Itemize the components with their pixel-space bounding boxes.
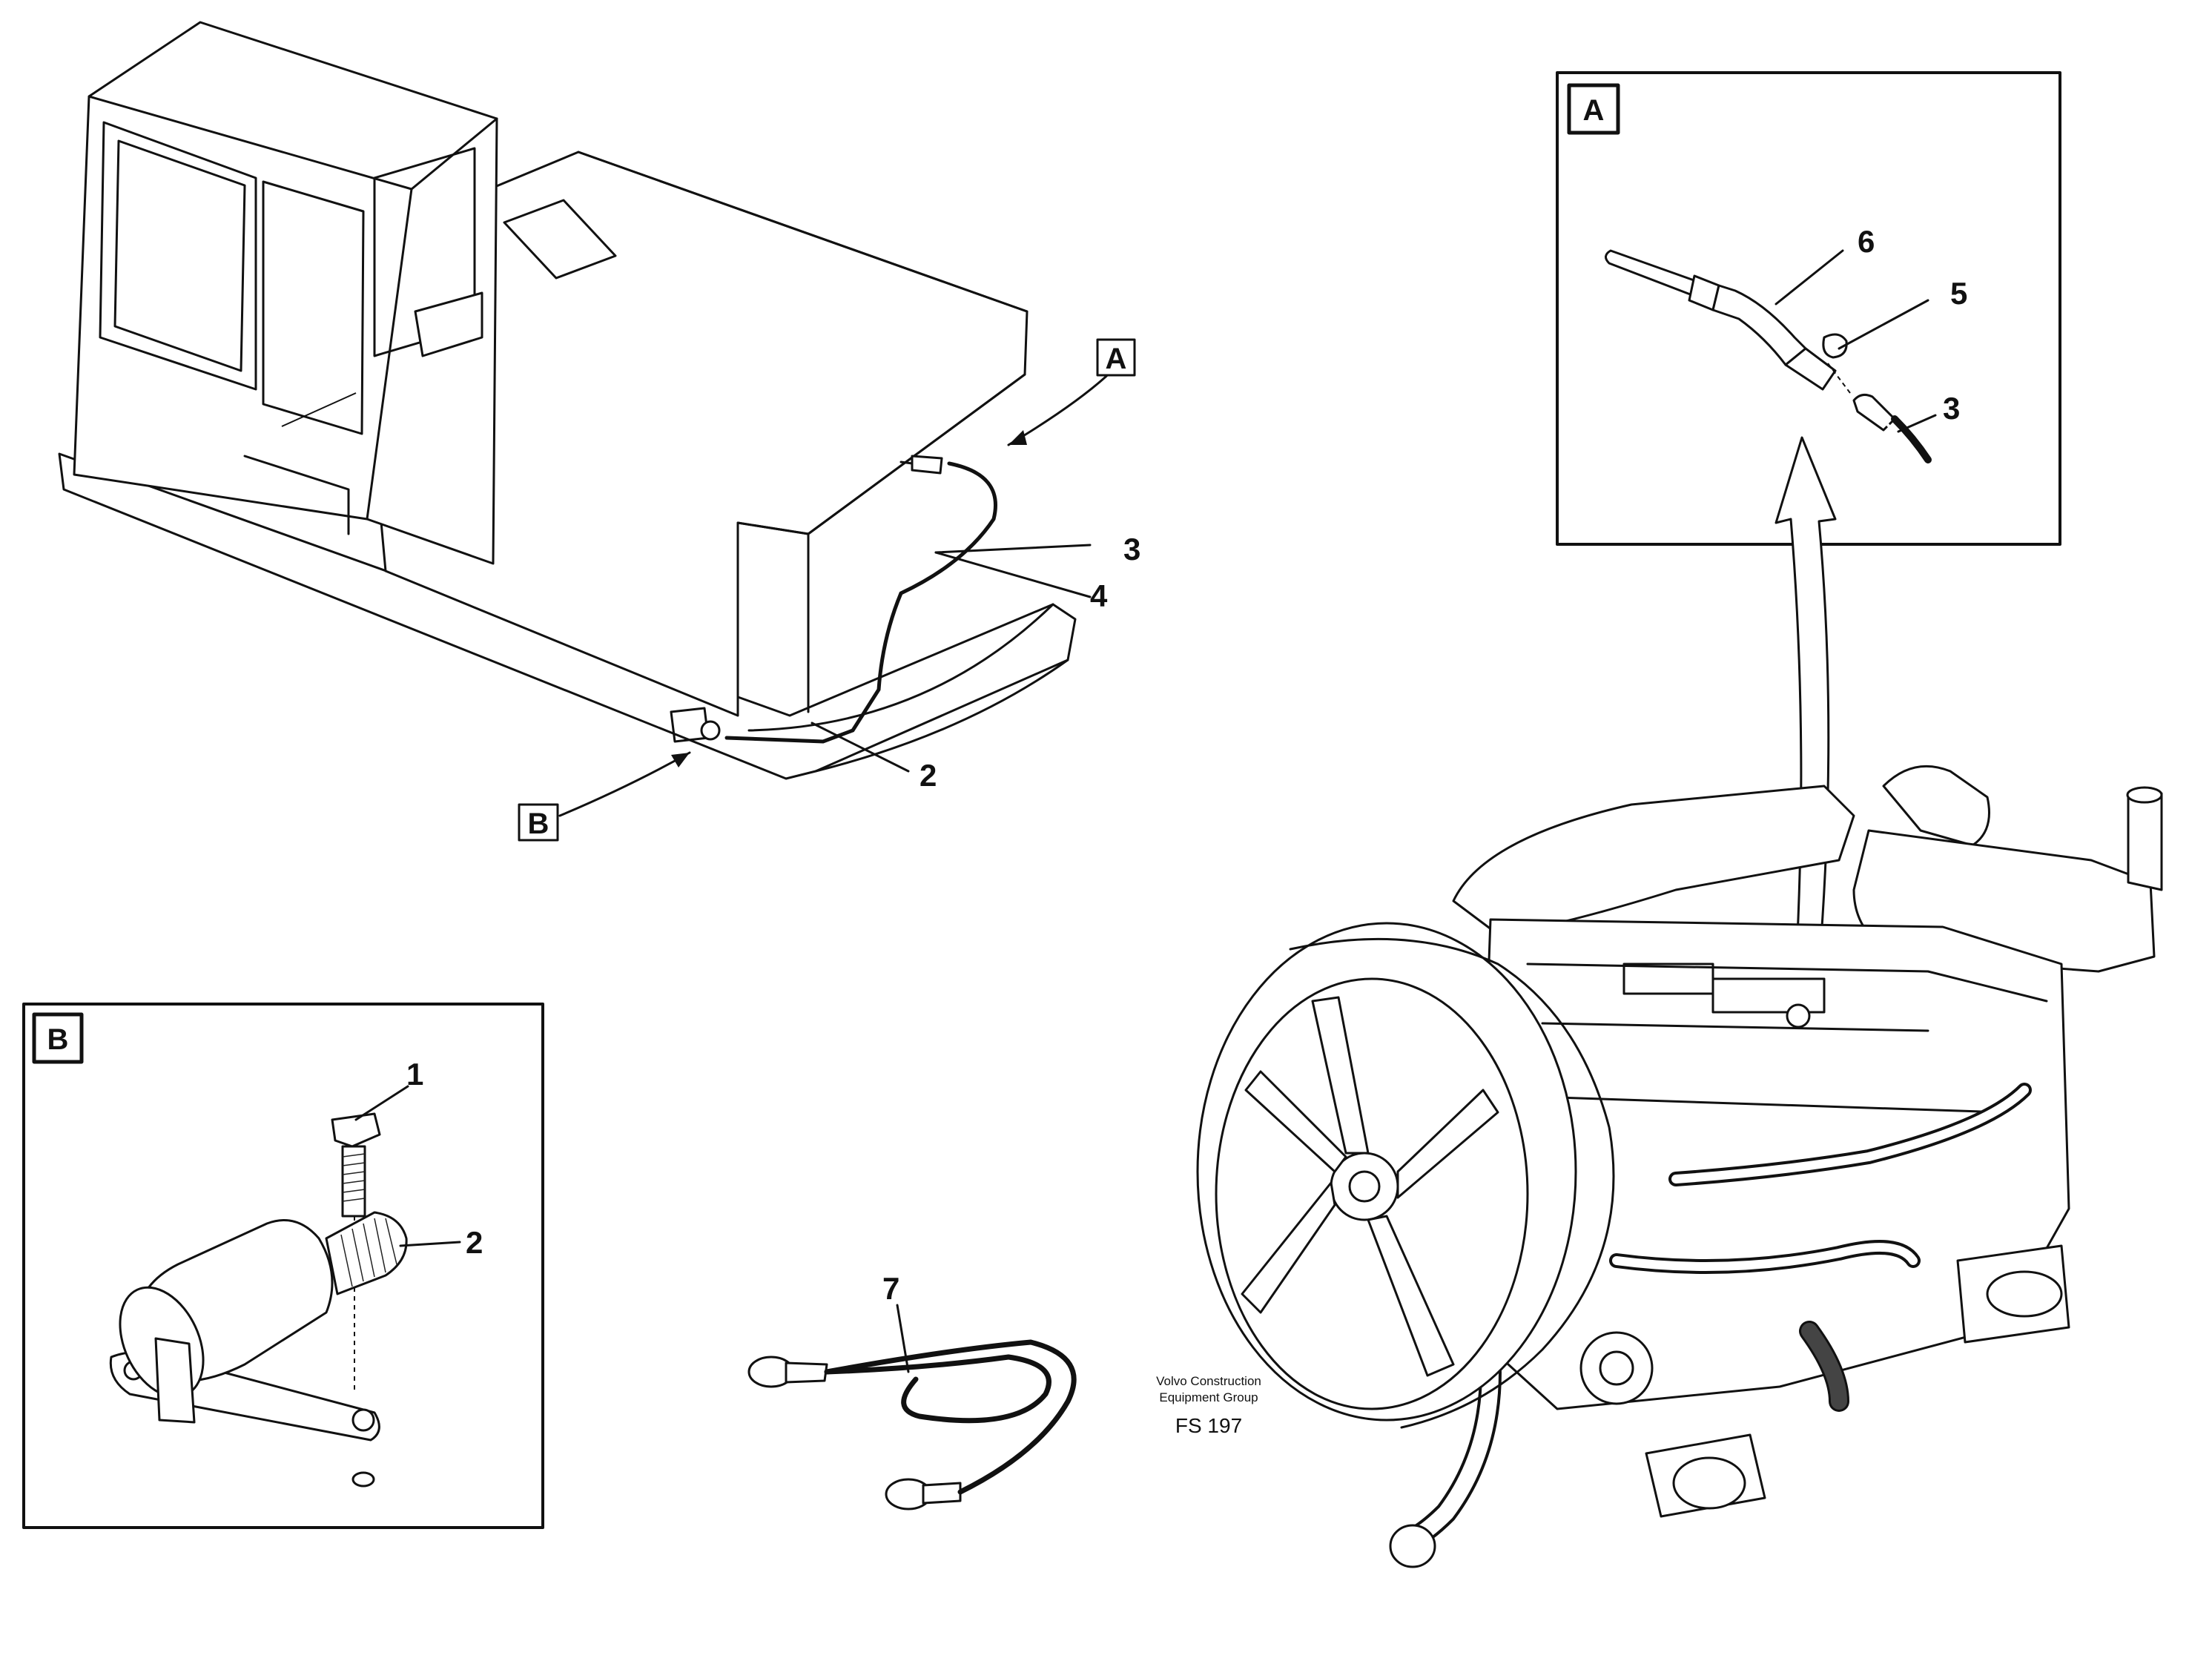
callout-1: 1	[406, 1057, 423, 1092]
machine-illustration	[58, 21, 1077, 780]
arrow-to-detail-a	[1774, 436, 1837, 995]
detail-b-box: B 1 2	[22, 1003, 544, 1529]
callout-2-detail-b: 2	[466, 1225, 483, 1260]
callout-4: 4	[1090, 578, 1108, 613]
callout-6: 6	[1858, 224, 1875, 259]
callout-3-detail-a: 3	[1943, 391, 1960, 426]
engine-illustration	[1196, 765, 2163, 1568]
detail-a-label-box	[1096, 338, 1136, 377]
detail-a-box-label: A	[1583, 94, 1605, 127]
detail-b-label: B	[528, 808, 549, 840]
machine-callouts: A B 3 4 2	[518, 338, 1140, 842]
machine-leaders	[558, 366, 1117, 817]
figure-credit: Volvo Construction Equipment Group FS 19…	[1156, 1374, 1261, 1437]
figure-code: FS 197	[1175, 1414, 1242, 1437]
callout-5: 5	[1950, 276, 1967, 311]
callout-7: 7	[882, 1271, 899, 1306]
credit-line-1: Volvo Construction	[1156, 1374, 1261, 1388]
callout-2-machine: 2	[920, 758, 937, 793]
callout-3-machine: 3	[1123, 532, 1140, 567]
detail-b-label-box	[518, 803, 559, 842]
detail-a-label: A	[1106, 343, 1127, 375]
credit-line-2: Equipment Group	[1159, 1390, 1258, 1404]
sensor-cable-part-7: 7	[747, 1271, 1077, 1511]
detail-b-box-label: B	[47, 1023, 69, 1056]
